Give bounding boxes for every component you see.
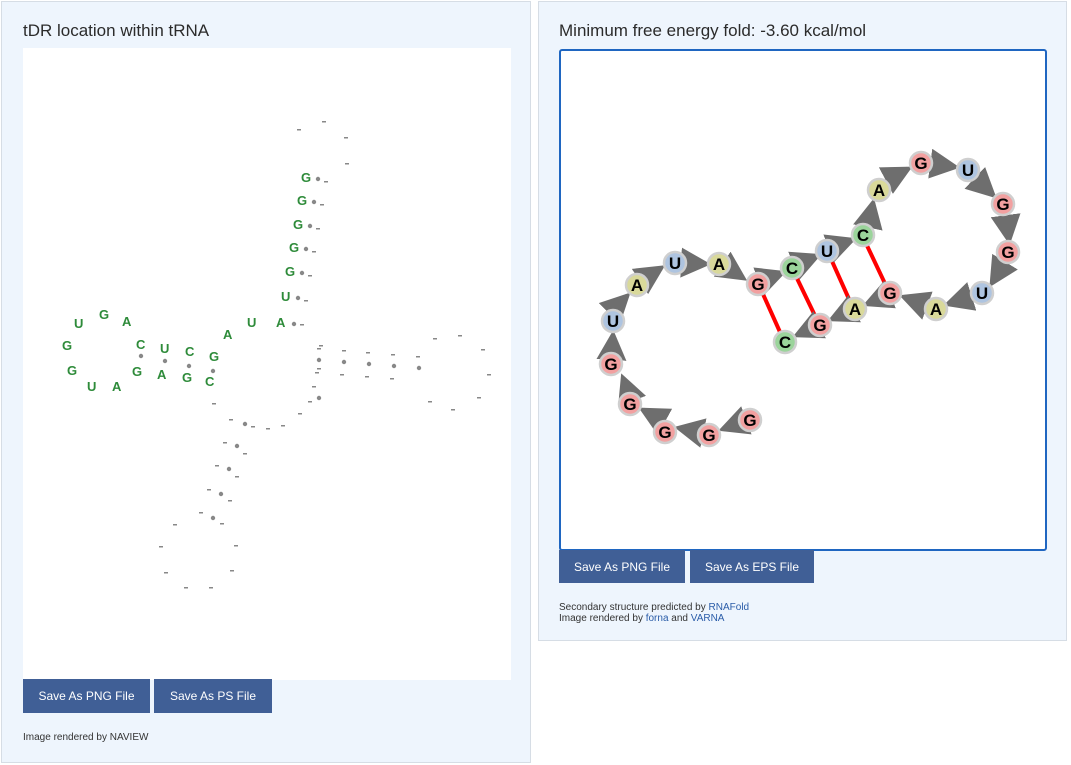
forna-structure-canvas[interactable]: G G G G G U A U A G C U C A G U G G U A [559, 49, 1047, 551]
svg-text:A: A [873, 181, 885, 200]
svg-text:U: U [962, 161, 974, 180]
save-png-button[interactable]: Save As PNG File [559, 550, 685, 583]
rna-secondary-structure-diagram: G G G G G U A U A G C U C A G U G G U A [596, 148, 1021, 448]
backbone-links [596, 148, 1021, 448]
svg-text:C: C [857, 226, 869, 245]
nt-6: U [600, 308, 626, 334]
svg-text:A: A [631, 276, 643, 295]
svg-text:G: G [914, 154, 927, 173]
svg-text:C: C [779, 333, 791, 352]
svg-text:G: G [99, 307, 109, 322]
nt-17: G [990, 191, 1016, 217]
mfe-fold-panel: Minimum free energy fold: -3.60 kcal/mol [538, 1, 1067, 641]
svg-text:A: A [713, 255, 725, 274]
nt-9: A [706, 251, 732, 277]
svg-text:G: G [604, 355, 617, 374]
svg-text:C: C [136, 337, 146, 352]
svg-text:G: G [301, 170, 311, 185]
svg-text:G: G [62, 338, 72, 353]
svg-text:G: G [209, 349, 219, 364]
nt-23: G [807, 312, 833, 338]
svg-text:G: G [658, 423, 671, 442]
nt-18: G [995, 239, 1021, 265]
nt-7: A [624, 272, 650, 298]
nt-24: C [772, 329, 798, 355]
svg-text:U: U [669, 254, 681, 273]
svg-text:U: U [247, 315, 256, 330]
nt-13: C [850, 222, 876, 248]
svg-text:C: C [185, 344, 195, 359]
nt-19: U [969, 280, 995, 306]
panel-title: Minimum free energy fold: -3.60 kcal/mol [559, 21, 867, 40]
svg-text:C: C [205, 374, 215, 389]
nt-11: C [779, 255, 805, 281]
svg-text:G: G [743, 411, 756, 430]
svg-text:U: U [87, 379, 96, 394]
panel-title: tDR location within tRNA [23, 21, 210, 40]
svg-text:G: G [182, 370, 192, 385]
svg-text:A: A [112, 379, 122, 394]
svg-text:U: U [160, 341, 169, 356]
svg-text:U: U [607, 312, 619, 331]
save-eps-button[interactable]: Save As EPS File [690, 550, 814, 583]
tdr-location-panel: tDR location within tRNA [1, 1, 531, 763]
nt-14: A [866, 177, 892, 203]
unhighlighted-bases [159, 121, 491, 589]
svg-text:C: C [786, 259, 798, 278]
svg-text:G: G [702, 426, 715, 445]
credit-text: Secondary structure predicted by [559, 602, 709, 613]
svg-text:A: A [223, 327, 233, 342]
svg-text:G: G [285, 264, 295, 279]
nt-2: G [696, 422, 722, 448]
structure-credits: Secondary structure predicted by RNAFold… [559, 602, 749, 624]
nt-5: G [598, 351, 624, 377]
svg-text:A: A [157, 367, 167, 382]
nt-12: U [814, 238, 840, 264]
credit-text: and [668, 613, 691, 624]
rnafold-link[interactable]: RNAFold [708, 602, 750, 613]
credit-text: Image rendered by [559, 613, 646, 624]
save-png-button[interactable]: Save As PNG File [23, 679, 150, 713]
svg-text:U: U [821, 242, 833, 261]
svg-text:A: A [276, 315, 286, 330]
svg-text:G: G [67, 363, 77, 378]
nt-3: G [652, 419, 678, 445]
svg-text:G: G [623, 395, 636, 414]
nucleotides: G G G G G U A U A G C U C A G U G G U A [598, 150, 1021, 448]
nt-4: G [617, 391, 643, 417]
svg-text:A: A [122, 314, 132, 329]
svg-text:G: G [293, 217, 303, 232]
svg-text:G: G [297, 193, 307, 208]
forna-link[interactable]: forna [645, 613, 669, 624]
nt-21: G [877, 280, 903, 306]
nt-8: U [662, 250, 688, 276]
renderer-credit-line: Image rendered by forna and VARNA [559, 613, 749, 624]
svg-text:A: A [930, 300, 942, 319]
svg-text:G: G [289, 240, 299, 255]
base-pair-dots [138, 176, 422, 521]
svg-text:U: U [976, 284, 988, 303]
nt-16: U [955, 157, 981, 183]
svg-text:A: A [849, 300, 861, 319]
svg-text:G: G [751, 275, 764, 294]
nt-1: G [737, 407, 763, 433]
nt-15: G [908, 150, 934, 176]
nt-20: A [923, 296, 949, 322]
svg-text:G: G [883, 284, 896, 303]
save-ps-button[interactable]: Save As PS File [154, 679, 272, 713]
trna-cloverleaf-diagram: GG GG GU AU A GC CG UA CG AG UG GU A [62, 121, 491, 589]
nt-10: G [745, 271, 771, 297]
svg-text:G: G [132, 364, 142, 379]
svg-text:G: G [996, 195, 1009, 214]
svg-text:U: U [281, 289, 290, 304]
svg-text:G: G [813, 316, 826, 335]
highlighted-tdr-bases: GG GG GU AU A GC CG UA CG AG UG GU A [62, 170, 311, 394]
nt-22: A [842, 296, 868, 322]
varna-link[interactable]: VARNA [690, 613, 725, 624]
naview-credit: Image rendered by NAVIEW [23, 732, 149, 743]
rnafold-credit-line: Secondary structure predicted by RNAFold [559, 602, 749, 613]
svg-text:U: U [74, 316, 83, 331]
svg-text:G: G [1001, 243, 1014, 262]
